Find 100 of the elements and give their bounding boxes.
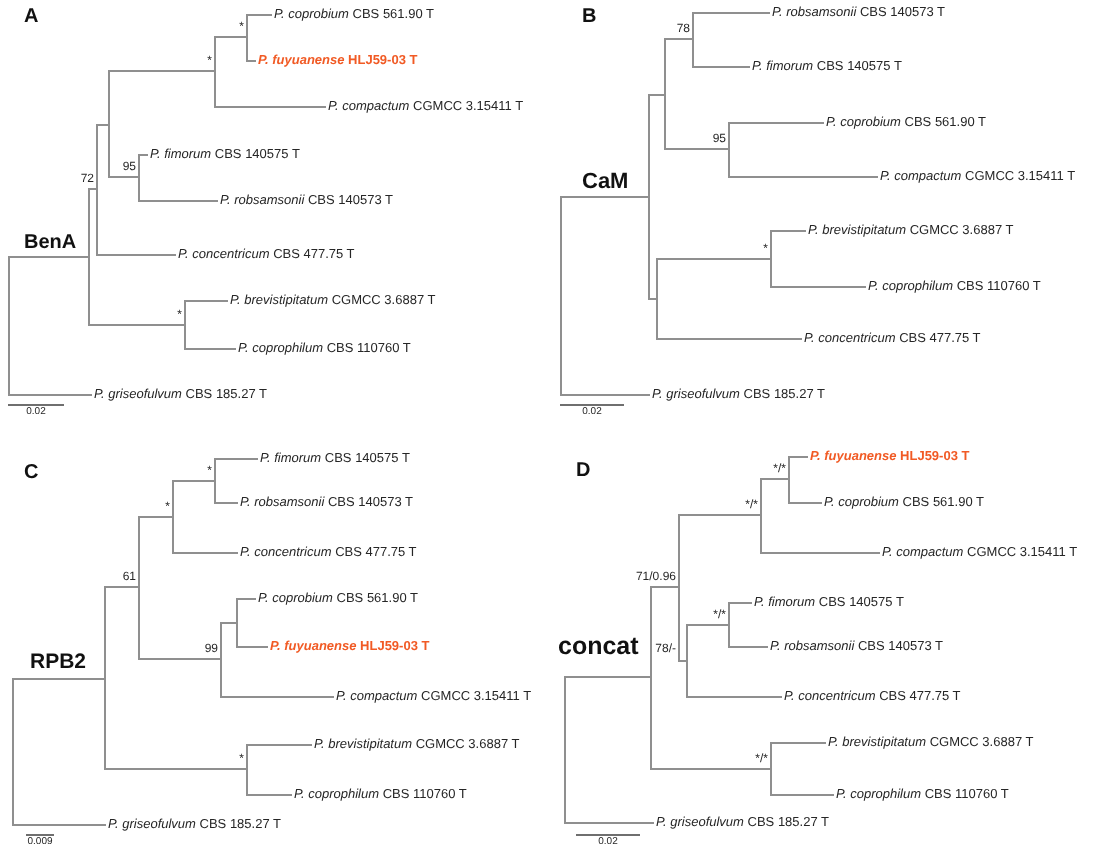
vertical-branch-line [728, 602, 730, 648]
branch-line [789, 456, 809, 458]
branch-line [789, 502, 823, 504]
gene-label: CaM [582, 170, 629, 194]
branch-line [215, 36, 247, 38]
branch-line [693, 66, 751, 68]
vertical-branch-line [692, 12, 694, 68]
panel-letter: A [24, 6, 39, 28]
vertical-branch-line [770, 230, 772, 288]
vertical-branch-line [214, 36, 216, 108]
vertical-branch-line [138, 516, 140, 660]
panel-letter: C [24, 461, 39, 483]
branch-line [687, 696, 783, 698]
branch-line [561, 196, 649, 198]
branch-line [651, 586, 679, 588]
vertical-branch-line [246, 744, 248, 796]
branch-line [97, 124, 109, 126]
branch-line [139, 658, 221, 660]
branch-line [215, 502, 239, 504]
branch-line [729, 602, 753, 604]
branch-line [729, 176, 879, 178]
branch-line [89, 188, 97, 190]
vertical-branch-line [88, 188, 90, 326]
branch-line [13, 824, 107, 826]
branch-line [89, 324, 185, 326]
branch-line [679, 660, 687, 662]
vertical-branch-line [648, 94, 650, 300]
vertical-branch-line [760, 478, 762, 554]
branch-line [139, 516, 173, 518]
branch-line [771, 742, 827, 744]
branch-line [215, 458, 259, 460]
branch-line [679, 514, 761, 516]
vertical-branch-line [788, 456, 790, 504]
branch-line [729, 122, 825, 124]
branch-line [105, 586, 139, 588]
gene-label: RPB2 [30, 652, 87, 676]
branch-line [687, 624, 729, 626]
branch-line [247, 60, 257, 62]
branch-line [247, 794, 293, 796]
branch-line [215, 106, 327, 108]
branch-line [665, 148, 729, 150]
branch-line [9, 394, 93, 396]
vertical-branch-line [12, 678, 14, 826]
branch-line [139, 154, 149, 156]
vertical-branch-line [214, 458, 216, 504]
branch-line [649, 298, 657, 300]
vertical-branch-line [8, 256, 10, 396]
branch-line [109, 176, 139, 178]
vertical-branch-line [184, 300, 186, 350]
vertical-branch-line [686, 624, 688, 698]
branch-line [649, 94, 665, 96]
branch-line [173, 552, 239, 554]
branch-line [761, 478, 789, 480]
vertical-branch-line [770, 742, 772, 796]
branch-line [97, 254, 177, 256]
branch-line [9, 256, 89, 258]
branch-line [221, 622, 237, 624]
branch-line [247, 14, 273, 16]
branch-line [565, 676, 651, 678]
gene-label: concat [558, 634, 639, 662]
branch-line [237, 646, 269, 648]
branch-line [771, 286, 867, 288]
branch-line [237, 598, 257, 600]
branch-line [729, 646, 769, 648]
vertical-branch-line [172, 480, 174, 554]
vertical-branch-line [236, 598, 238, 648]
branch-line [771, 230, 807, 232]
vertical-branch-line [96, 124, 98, 256]
branch-line [173, 480, 215, 482]
branch-line [693, 12, 771, 14]
branch-line [221, 696, 335, 698]
vertical-branch-line [246, 14, 248, 62]
vertical-branch-line [138, 154, 140, 202]
vertical-branch-line [678, 514, 680, 662]
branch-line [109, 70, 215, 72]
vertical-branch-line [108, 70, 110, 178]
vertical-branch-line [560, 196, 562, 396]
vertical-branch-line [104, 586, 106, 770]
gene-label: BenA [24, 231, 77, 253]
branch-line [565, 822, 655, 824]
branch-line [657, 258, 771, 260]
branch-line [139, 200, 219, 202]
branch-line [185, 348, 237, 350]
vertical-branch-line [564, 676, 566, 824]
branch-line [561, 394, 651, 396]
branch-line [665, 38, 693, 40]
branch-line [185, 300, 229, 302]
branch-line [105, 768, 247, 770]
vertical-branch-line [728, 122, 730, 178]
branch-line [247, 744, 313, 746]
branch-line [761, 552, 881, 554]
vertical-branch-line [220, 622, 222, 698]
branch-line [13, 678, 105, 680]
panel-letter: B [582, 6, 597, 28]
vertical-branch-line [664, 38, 666, 150]
vertical-branch-line [656, 258, 658, 340]
branch-line [771, 794, 835, 796]
panel-letter: D [576, 459, 591, 481]
branch-line [657, 338, 803, 340]
vertical-branch-line [650, 586, 652, 770]
